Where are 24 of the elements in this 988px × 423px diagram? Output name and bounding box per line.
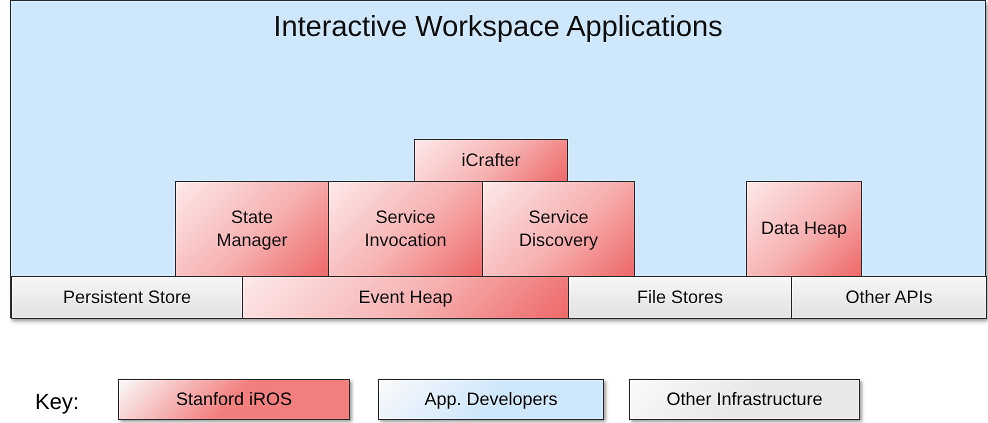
component-box [242, 276, 569, 319]
layer-title: Interactive Workspace Applications [272, 11, 724, 44]
legend-label: App. Developers [424, 389, 558, 410]
infrastructure-box [11, 276, 243, 319]
infrastructure-box [568, 276, 792, 319]
component-label: Event Heap [357, 286, 454, 309]
component-label: File Stores [636, 286, 724, 309]
component-label: Other APIs [844, 286, 934, 309]
component-label: Data Heap [760, 217, 848, 240]
component-label: Service Invocation [363, 206, 448, 252]
component-box [414, 139, 568, 182]
component-label: Service Discovery [518, 206, 599, 252]
legend-label: Stanford iROS [176, 389, 292, 410]
component-box [328, 181, 483, 277]
legend-label: Other Infrastructure [666, 389, 823, 410]
component-box [175, 181, 329, 277]
layer-panel [10, 0, 986, 318]
component-label: iCrafter [460, 148, 522, 172]
infrastructure-box [791, 276, 987, 319]
component-box [746, 181, 862, 277]
key-label: Key: [35, 389, 80, 415]
component-box [482, 181, 635, 277]
component-label: Persistent Store [62, 286, 192, 309]
component-label: State Manager [215, 206, 289, 252]
